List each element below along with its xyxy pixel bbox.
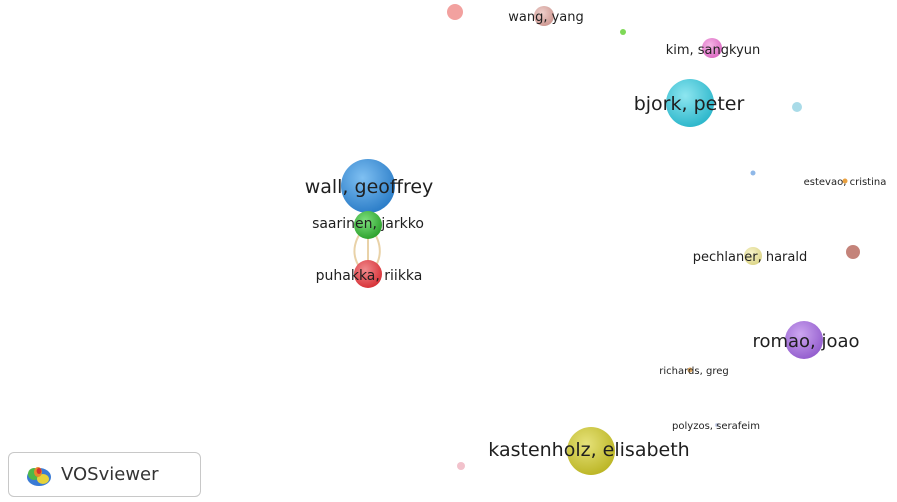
node-small-brown[interactable] — [846, 245, 860, 259]
node-pechlaner[interactable] — [744, 247, 762, 265]
node-small-lightblue[interactable] — [792, 102, 802, 112]
label-richards[interactable]: richards, greg — [659, 366, 728, 377]
node-small-salmon[interactable] — [447, 4, 463, 20]
node-bjork[interactable] — [666, 79, 714, 127]
node-polyzos[interactable] — [715, 423, 719, 427]
vosviewer-badge[interactable]: VOSviewer — [8, 452, 201, 497]
label-pechlaner[interactable]: pechlaner, harald — [693, 250, 807, 265]
node-small-green[interactable] — [620, 29, 626, 35]
node-puhakka[interactable] — [354, 260, 382, 288]
label-puhakka[interactable]: puhakka, riikka — [316, 268, 423, 284]
label-estevao[interactable]: estevao, cristina — [804, 177, 887, 188]
label-polyzos[interactable]: polyzos, serafeim — [672, 421, 760, 432]
node-estevao[interactable] — [842, 178, 848, 184]
node-saarinen[interactable] — [354, 211, 382, 239]
label-kastenholz[interactable]: kastenholz, elisabeth — [488, 439, 689, 461]
label-bjork[interactable]: bjork, peter — [634, 93, 745, 115]
label-romao[interactable]: romao, joao — [752, 331, 859, 352]
node-kastenholz[interactable] — [567, 427, 615, 475]
node-kim[interactable] — [702, 38, 722, 58]
node-wang[interactable] — [534, 6, 554, 26]
label-wang[interactable]: wang, yang — [508, 10, 584, 25]
label-kim[interactable]: kim, sangkyun — [666, 43, 761, 58]
label-saarinen[interactable]: saarinen, jarkko — [312, 216, 424, 232]
node-richards[interactable] — [687, 367, 693, 373]
label-wall[interactable]: wall, geoffrey — [305, 176, 434, 198]
node-small-blue[interactable] — [750, 170, 756, 176]
vosviewer-logo-icon — [27, 466, 51, 486]
node-romao[interactable] — [785, 321, 823, 359]
node-small-pink[interactable] — [457, 462, 465, 470]
vosviewer-badge-label: VOSviewer — [61, 464, 159, 485]
node-wall[interactable] — [341, 159, 395, 213]
